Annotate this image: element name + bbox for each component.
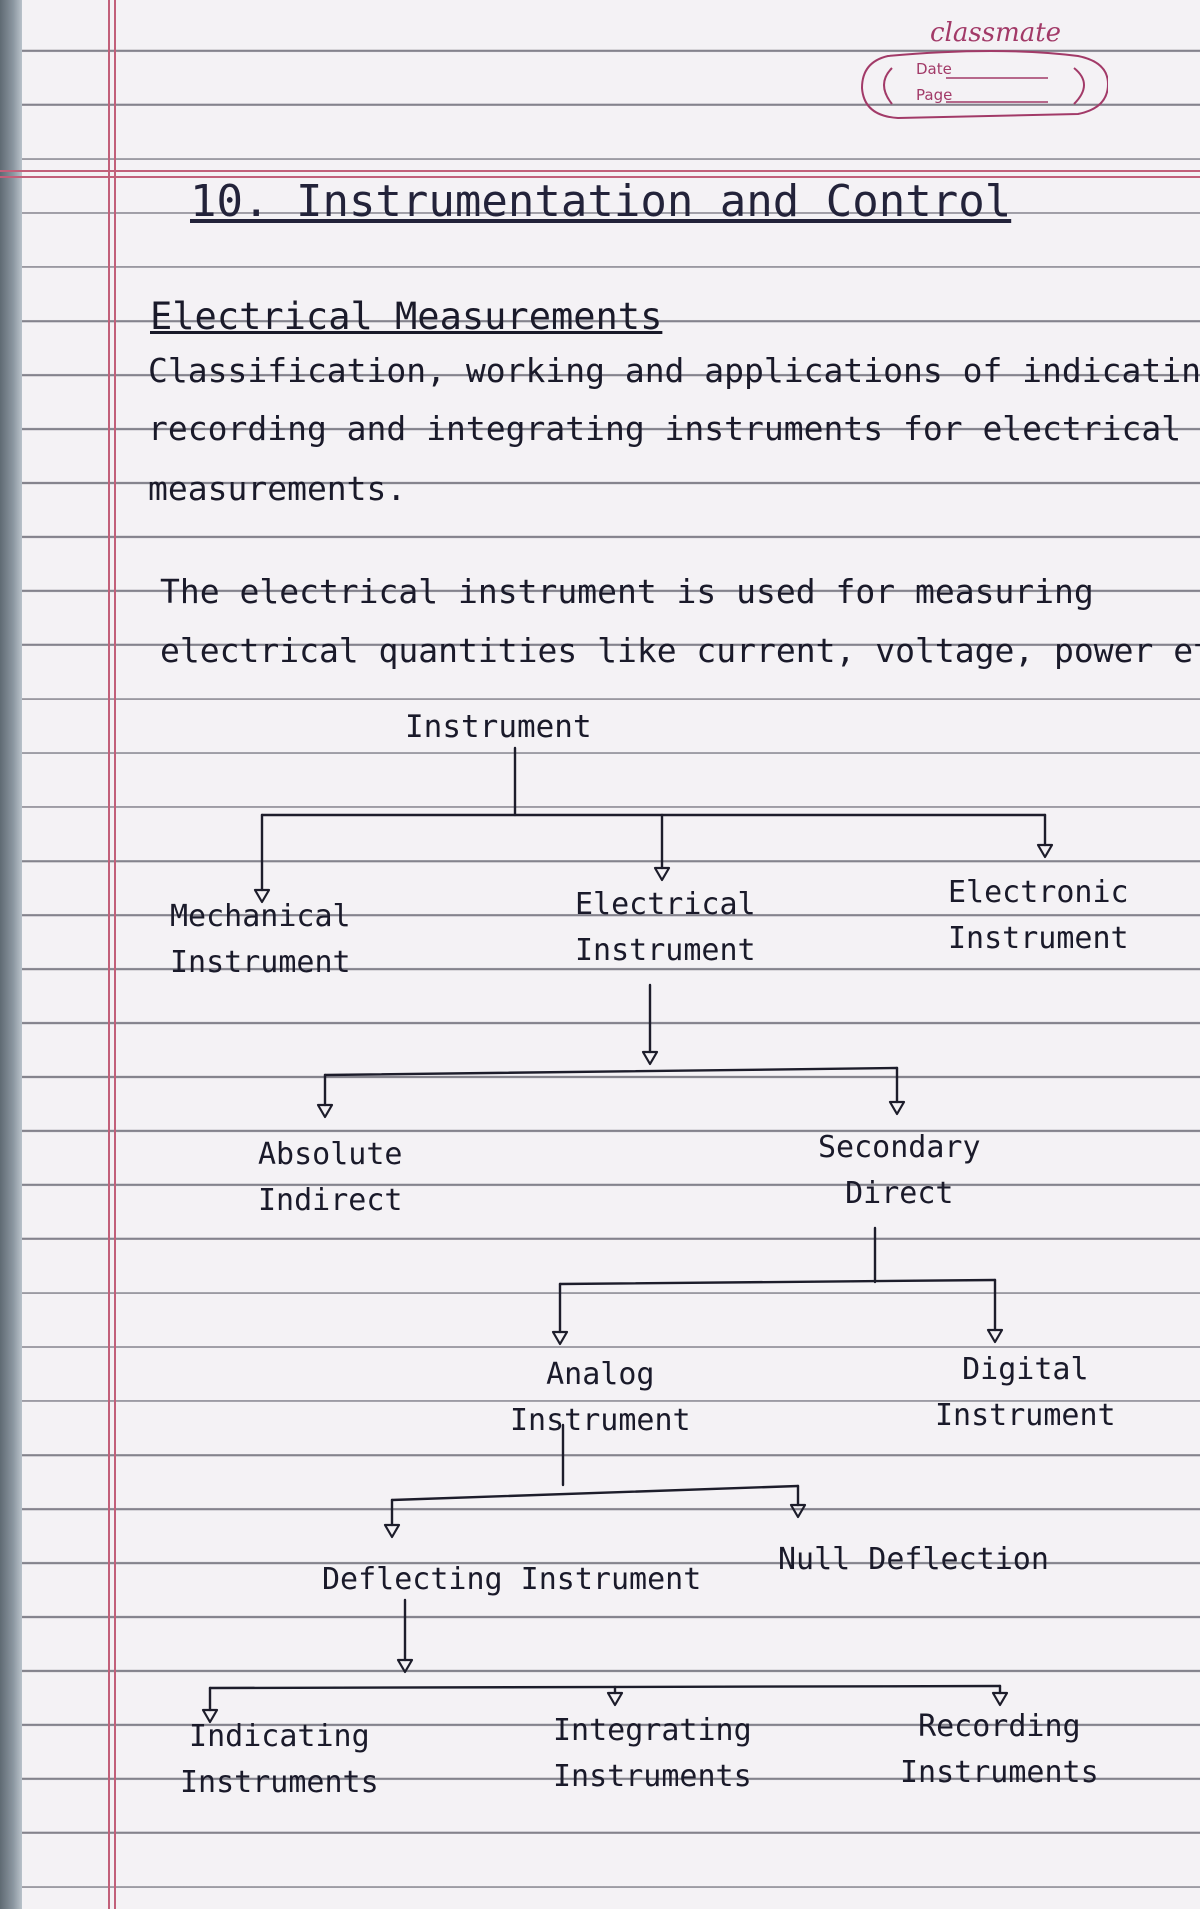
syllabus-line: recording and integrating instruments fo… [148, 409, 1182, 448]
margin-line-outer [108, 0, 110, 1909]
date-label: Date [916, 60, 952, 78]
node-line-2: Instruments [180, 1765, 379, 1800]
node-line-1: Mechanical [170, 899, 351, 934]
date-page-box: Date Page [858, 42, 1110, 128]
tree-node-electronic: Electronic Instrument [948, 878, 1129, 954]
tree-root-instrument: Instrument [405, 709, 592, 745]
node-line-2: Indirect [258, 1183, 403, 1218]
brand-logo: classmate [930, 18, 1062, 48]
node-line-2: Instruments [900, 1755, 1099, 1790]
tree-node-digital: Digital Instrument [935, 1355, 1116, 1431]
node-line-1: Indicating [189, 1719, 370, 1754]
tree-node-mechanical: Mechanical Instrument [170, 902, 351, 978]
margin-line-inner [114, 0, 116, 1909]
date-box-scroll-icon [860, 50, 1110, 120]
node-line-1: Analog [546, 1357, 655, 1392]
tree-node-electrical: Electrical Instrument [575, 890, 756, 966]
node-line-2: Instrument [170, 945, 351, 980]
tree-node-recording: Recording Instruments [900, 1712, 1099, 1788]
tree-node-absolute: Absolute Indirect [258, 1140, 403, 1216]
intro-line: electrical quantities like current, volt… [160, 631, 1200, 670]
node-line-1: Absolute [258, 1137, 403, 1172]
node-line-1: Electronic [948, 875, 1129, 910]
header-rule [0, 176, 1200, 178]
header-rule [0, 170, 1200, 172]
node-line-2: Instrument [510, 1403, 691, 1438]
node-line-1: Recording [918, 1709, 1081, 1744]
node-line-2: Instrument [935, 1398, 1116, 1433]
tree-node-indicating: Indicating Instruments [180, 1722, 379, 1798]
node-line-2: Instruments [553, 1759, 752, 1794]
tree-node-integrating: Integrating Instruments [553, 1716, 752, 1792]
page-label: Page [916, 86, 953, 104]
binding-spine [0, 0, 22, 1909]
node-line-1: Digital [962, 1352, 1089, 1387]
node-line-1: Integrating [553, 1713, 752, 1748]
syllabus-line: Classification, working and applications… [148, 351, 1200, 390]
node-line-1: Electrical [575, 887, 756, 922]
node-line-2: Instrument [948, 921, 1129, 956]
node-line-1: Secondary [818, 1130, 981, 1165]
tree-node-secondary: Secondary Direct [818, 1133, 981, 1209]
tree-node-deflecting: Deflecting Instrument [322, 1562, 702, 1597]
intro-line: The electrical instrument is used for me… [160, 572, 1094, 611]
node-line-2: Instrument [575, 933, 756, 968]
tree-node-analog: Analog Instrument [510, 1360, 691, 1436]
section-heading: Electrical Measurements [150, 295, 663, 338]
syllabus-line: measurements. [148, 469, 407, 508]
chapter-title: 10. Instrumentation and Control [190, 176, 1012, 227]
tree-node-null-deflection: Null Deflection [778, 1542, 1049, 1577]
node-line-2: Direct [845, 1176, 954, 1211]
